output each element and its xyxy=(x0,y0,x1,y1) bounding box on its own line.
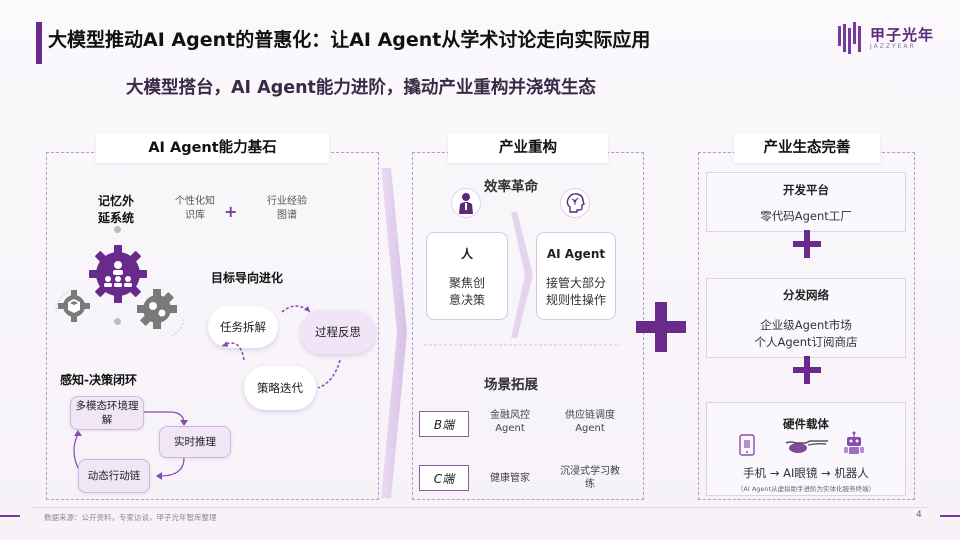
perception-step-action: 动态行动链 xyxy=(78,459,150,493)
human-card-title: 人 xyxy=(460,247,473,261)
agent-card: AI Agent 接管大部分规则性操作 xyxy=(536,232,616,320)
logo-bars-icon xyxy=(838,22,861,54)
goal-step-iterate: 策略迭代 xyxy=(244,366,316,410)
panel-ecosystem-heading: 产业生态完善 xyxy=(734,133,880,163)
knowledge-item-industry: 行业经验图谱 xyxy=(267,196,307,221)
hardware-title: 硬件载体 xyxy=(783,417,829,431)
scenario-c-item-learning: 沉浸式学习教练 xyxy=(560,466,620,490)
source-note: 数据来源：公开资料，专家访谈，甲子光年智库整理 xyxy=(44,513,217,522)
robot-icon xyxy=(844,431,864,454)
human-card: 人 聚焦创意决策 xyxy=(426,232,508,320)
hardware-chain: 手机 → AI眼镜 → 机器人 xyxy=(743,466,869,480)
footer-accent-left xyxy=(0,515,20,517)
dev-platform-text: 零代码Agent工厂 xyxy=(760,209,852,223)
person-icon xyxy=(451,188,481,218)
loop-arrows xyxy=(73,411,188,480)
panel-industry-heading: 产业重构 xyxy=(448,133,608,163)
knowledge-plus: + xyxy=(224,202,238,221)
scenario-c-item-health: 健康管家 xyxy=(490,473,530,484)
dev-platform-title: 开发平台 xyxy=(783,183,829,197)
gear-orbit-lines xyxy=(55,290,185,338)
footer-divider xyxy=(32,507,928,508)
footer-accent-right xyxy=(940,515,960,517)
plus-icon xyxy=(636,302,686,352)
page-title: 大模型推动AI Agent的普惠化：让AI Agent从学术讨论走向实际应用 xyxy=(48,29,651,51)
panel-capability-heading: AI Agent能力基石 xyxy=(96,133,329,163)
scenario-b-item-supply: 供应链调度Agent xyxy=(565,410,615,434)
section-divider xyxy=(424,344,620,346)
perception-step-multimodal: 多模态环境理解 xyxy=(70,396,144,430)
ai-glasses-icon xyxy=(785,440,828,453)
scenario-tag-b: B端 xyxy=(419,411,469,437)
chevron-right-icon xyxy=(381,168,407,498)
goal-label: 目标导向进化 xyxy=(211,271,284,285)
dev-platform-box: 开发平台 零代码Agent工厂 xyxy=(706,172,906,232)
gear-cube-icon xyxy=(58,290,90,322)
distribution-line-1: 企业级Agent市场 xyxy=(760,318,852,332)
brand-logo: 甲子光年 JAZZYEAR xyxy=(838,22,934,56)
logo-text: 甲子光年 xyxy=(870,26,935,44)
logo-subtext: JAZZYEAR xyxy=(870,43,916,50)
connector-dot xyxy=(114,226,121,233)
efficiency-title: 效率革命 xyxy=(484,179,538,195)
scenario-tag-c: C端 xyxy=(419,465,469,491)
title-accent-bar xyxy=(36,22,42,64)
human-card-text: 聚焦创意决策 xyxy=(448,276,485,307)
hardware-note: （AI Agent从虚拟助手进阶为实体化服务终端） xyxy=(736,485,876,493)
distribution-line-2: 个人Agent订阅商店 xyxy=(754,335,858,349)
page-subtitle: 大模型搭台，AI Agent能力进阶，撬动产业重构并浇筑生态 xyxy=(126,78,596,98)
cycle-arrows xyxy=(221,305,341,389)
plus-icon xyxy=(793,356,821,384)
agent-card-title: AI Agent xyxy=(546,247,606,261)
connector-dot xyxy=(114,318,121,325)
chevron-right-icon xyxy=(511,212,533,338)
goal-step-reflect: 过程反思 xyxy=(300,310,376,354)
ai-head-icon xyxy=(560,188,590,218)
perception-label: 感知-决策闭环 xyxy=(60,373,137,387)
gear-people-icon xyxy=(89,245,147,303)
plus-icon xyxy=(793,230,821,258)
gear-settings-icon xyxy=(137,289,177,329)
memory-label: 记忆外延系统 xyxy=(98,194,135,225)
distribution-title: 分发网络 xyxy=(783,288,829,302)
agent-card-text: 接管大部分规则性操作 xyxy=(545,276,606,307)
goal-step-decompose: 任务拆解 xyxy=(208,306,278,348)
page-number: 4 xyxy=(916,510,922,520)
scenario-title: 场景拓展 xyxy=(484,377,538,393)
phone-icon xyxy=(739,434,755,456)
perception-step-reasoning: 实时推理 xyxy=(159,426,231,458)
distribution-box: 分发网络 企业级Agent市场 个人Agent订阅商店 xyxy=(706,278,906,358)
knowledge-item-personal: 个性化知识库 xyxy=(175,196,215,221)
scenario-b-item-finance: 金融风控Agent xyxy=(490,410,530,434)
